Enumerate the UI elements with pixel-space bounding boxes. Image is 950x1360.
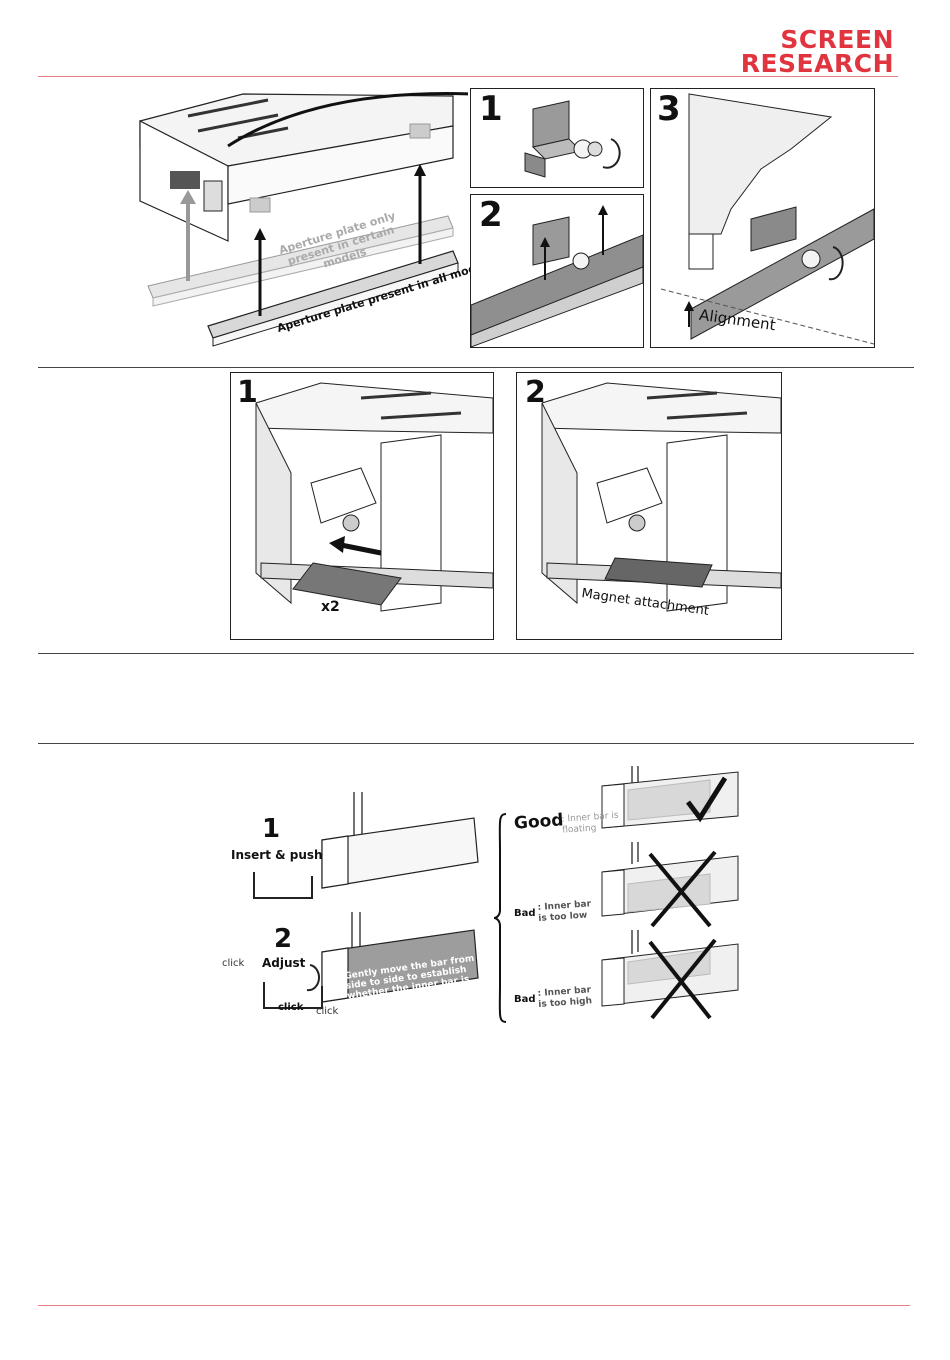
click-label-left: click <box>222 958 245 969</box>
quantity-label: x2 <box>321 599 340 615</box>
bad-low-title: Bad <box>514 908 536 919</box>
brand-line-1: SCREEN <box>780 25 894 54</box>
result-bad-high: Bad : Inner bar is too high <box>510 930 740 1026</box>
bracket-step-2-panel: 2 <box>470 194 644 348</box>
step-number: 3 <box>657 89 681 129</box>
result-brace <box>494 812 508 1024</box>
magnet-step-2-panel: 2 Magnet attachment <box>516 372 782 640</box>
brand-line-2: RESEARCH <box>740 49 894 78</box>
step-number: 1 <box>479 89 503 129</box>
bracket-step-3-panel: 3 Alignment <box>650 88 875 348</box>
step-number: 1 <box>237 375 258 410</box>
bracket-step-1-panel: 1 <box>470 88 644 188</box>
overview-illustration: Aperture plate only present in certain m… <box>128 86 495 348</box>
bad-high-title: Bad <box>514 994 536 1005</box>
click-label-right: click <box>316 1006 339 1017</box>
section-divider-1 <box>38 367 914 368</box>
section-divider-2 <box>38 653 914 654</box>
adjust-label: Adjust <box>262 956 306 970</box>
adjust-step-2-number: 2 <box>274 924 293 954</box>
adjust-step-1-number: 1 <box>262 814 281 844</box>
result-good: Good : Inner bar is floating <box>510 766 740 846</box>
brand-logo: SCREEN RESEARCH <box>684 25 894 78</box>
section-divider-3 <box>38 743 914 744</box>
result-bad-low: Bad : Inner bar is too low <box>510 842 740 930</box>
step-number: 2 <box>479 195 503 235</box>
magnet-step-1-panel: 1 x2 <box>230 372 494 640</box>
adjust-illustration: 1 Insert & push 2 Adjust click click cli… <box>212 780 492 1030</box>
step-number: 2 <box>525 375 546 410</box>
header-rule <box>38 76 898 77</box>
click-label-bottom: click <box>278 1002 304 1013</box>
insert-push-label: Insert & push <box>231 848 323 862</box>
footer-rule <box>38 1305 910 1306</box>
